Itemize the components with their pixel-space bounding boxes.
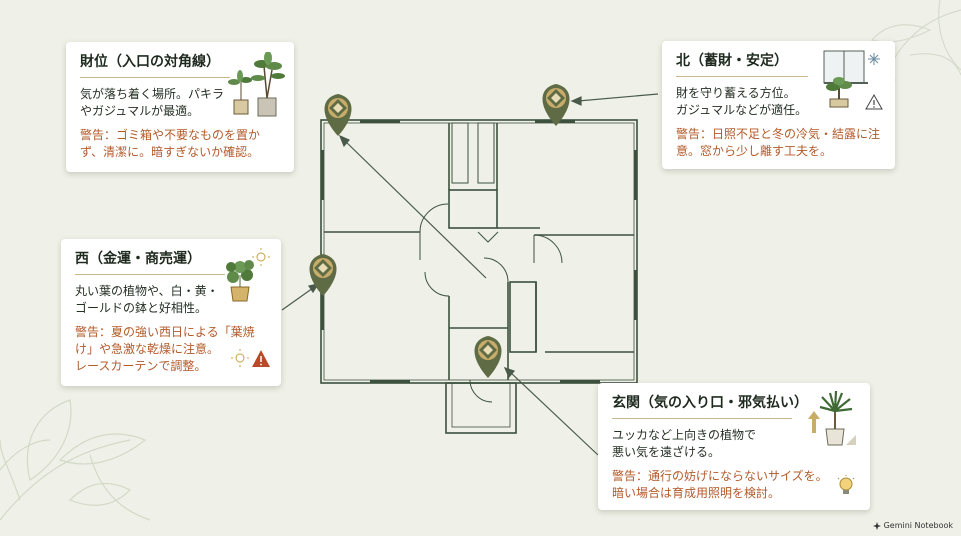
card-warning: 警告：ゴミ箱や不要なものを置かず、清潔に。暗すぎないか確認。 <box>80 127 261 159</box>
card-title: 財位（入口の対角線） <box>80 54 220 70</box>
leaf-decoration-icon-bottom-left <box>0 399 151 521</box>
snowflake-icon <box>868 53 880 65</box>
sun-icon <box>231 349 249 367</box>
title-underline <box>75 273 225 275</box>
map-pin-icon-entrance <box>474 336 502 378</box>
yucca-plant-icon <box>808 390 856 446</box>
warning-icon <box>865 93 883 110</box>
card-body: 丸い葉の植物や、白・黄・ ゴールドの鉢と好相性。 <box>75 283 219 316</box>
sun-icon <box>252 248 270 266</box>
card-title: 西（金運・商売運） <box>75 251 201 267</box>
map-pin-icon-north <box>542 84 570 126</box>
card-west-position: 西（金運・商売運） 丸い葉の植物や、白・黄・ ゴールドの鉢と好相性。 警告：夏の… <box>61 239 281 386</box>
card-warning: 警告：夏の強い西日による「葉焼け」や急激な乾燥に注意。 レースカーテンで調整。 <box>75 324 255 374</box>
card-title: 玄関（気の入り口・邪気払い） <box>612 395 808 411</box>
bonsai-icon <box>826 77 852 108</box>
card-entrance-position: 玄関（気の入り口・邪気払い） ユッカなど上向きの植物で 悪い気を遠ざける。 警告… <box>598 383 870 510</box>
window-marks <box>321 120 637 383</box>
card-title: 北（蓄財・安定） <box>676 53 788 69</box>
lightbulb-icon <box>837 475 855 494</box>
card-north-position: 北（蓄財・安定） 財を守り蓄える方位。 ガジュマルなどが適任。 警告：日照不足と… <box>662 41 895 169</box>
brand-label: Gemini Notebook <box>883 521 953 530</box>
money-tree-plant-icon <box>228 52 285 117</box>
warning-icon <box>252 350 270 367</box>
map-pin-icon-wealth <box>324 94 352 136</box>
title-underline <box>612 417 792 419</box>
card-body: ユッカなど上向きの植物で 悪い気を遠ざける。 <box>612 427 757 460</box>
round-leaf-plant-icon <box>226 248 270 302</box>
card-wealth-position: 財位（入口の対角線） 気が落ち着く場所。パキラ やガジュマルが最適。 警告：ゴミ… <box>66 42 294 172</box>
title-underline <box>676 75 808 77</box>
sun-warning-icon <box>231 349 270 367</box>
card-warning: 警告：通行の妨げにならないサイズを。 暗い場合は育成用照明を検討。 <box>612 468 828 500</box>
card-body: 気が落ち着く場所。パキラ やガジュマルが最適。 <box>80 86 225 119</box>
floor-plan-walls <box>320 119 638 434</box>
brand-footer: Gemini Notebook <box>872 521 953 530</box>
title-underline <box>80 76 230 78</box>
map-pin-icon-west <box>309 254 337 296</box>
gemini-logo-icon <box>872 521 881 530</box>
up-arrow-icon <box>808 411 820 433</box>
card-body: 財を守り蓄える方位。 ガジュマルなどが適任。 <box>676 85 808 118</box>
card-warning: 警告：日照不足と冬の冷気・結露に注意。窓から少し離す工夫を。 <box>676 126 881 158</box>
window-icon <box>823 50 883 110</box>
